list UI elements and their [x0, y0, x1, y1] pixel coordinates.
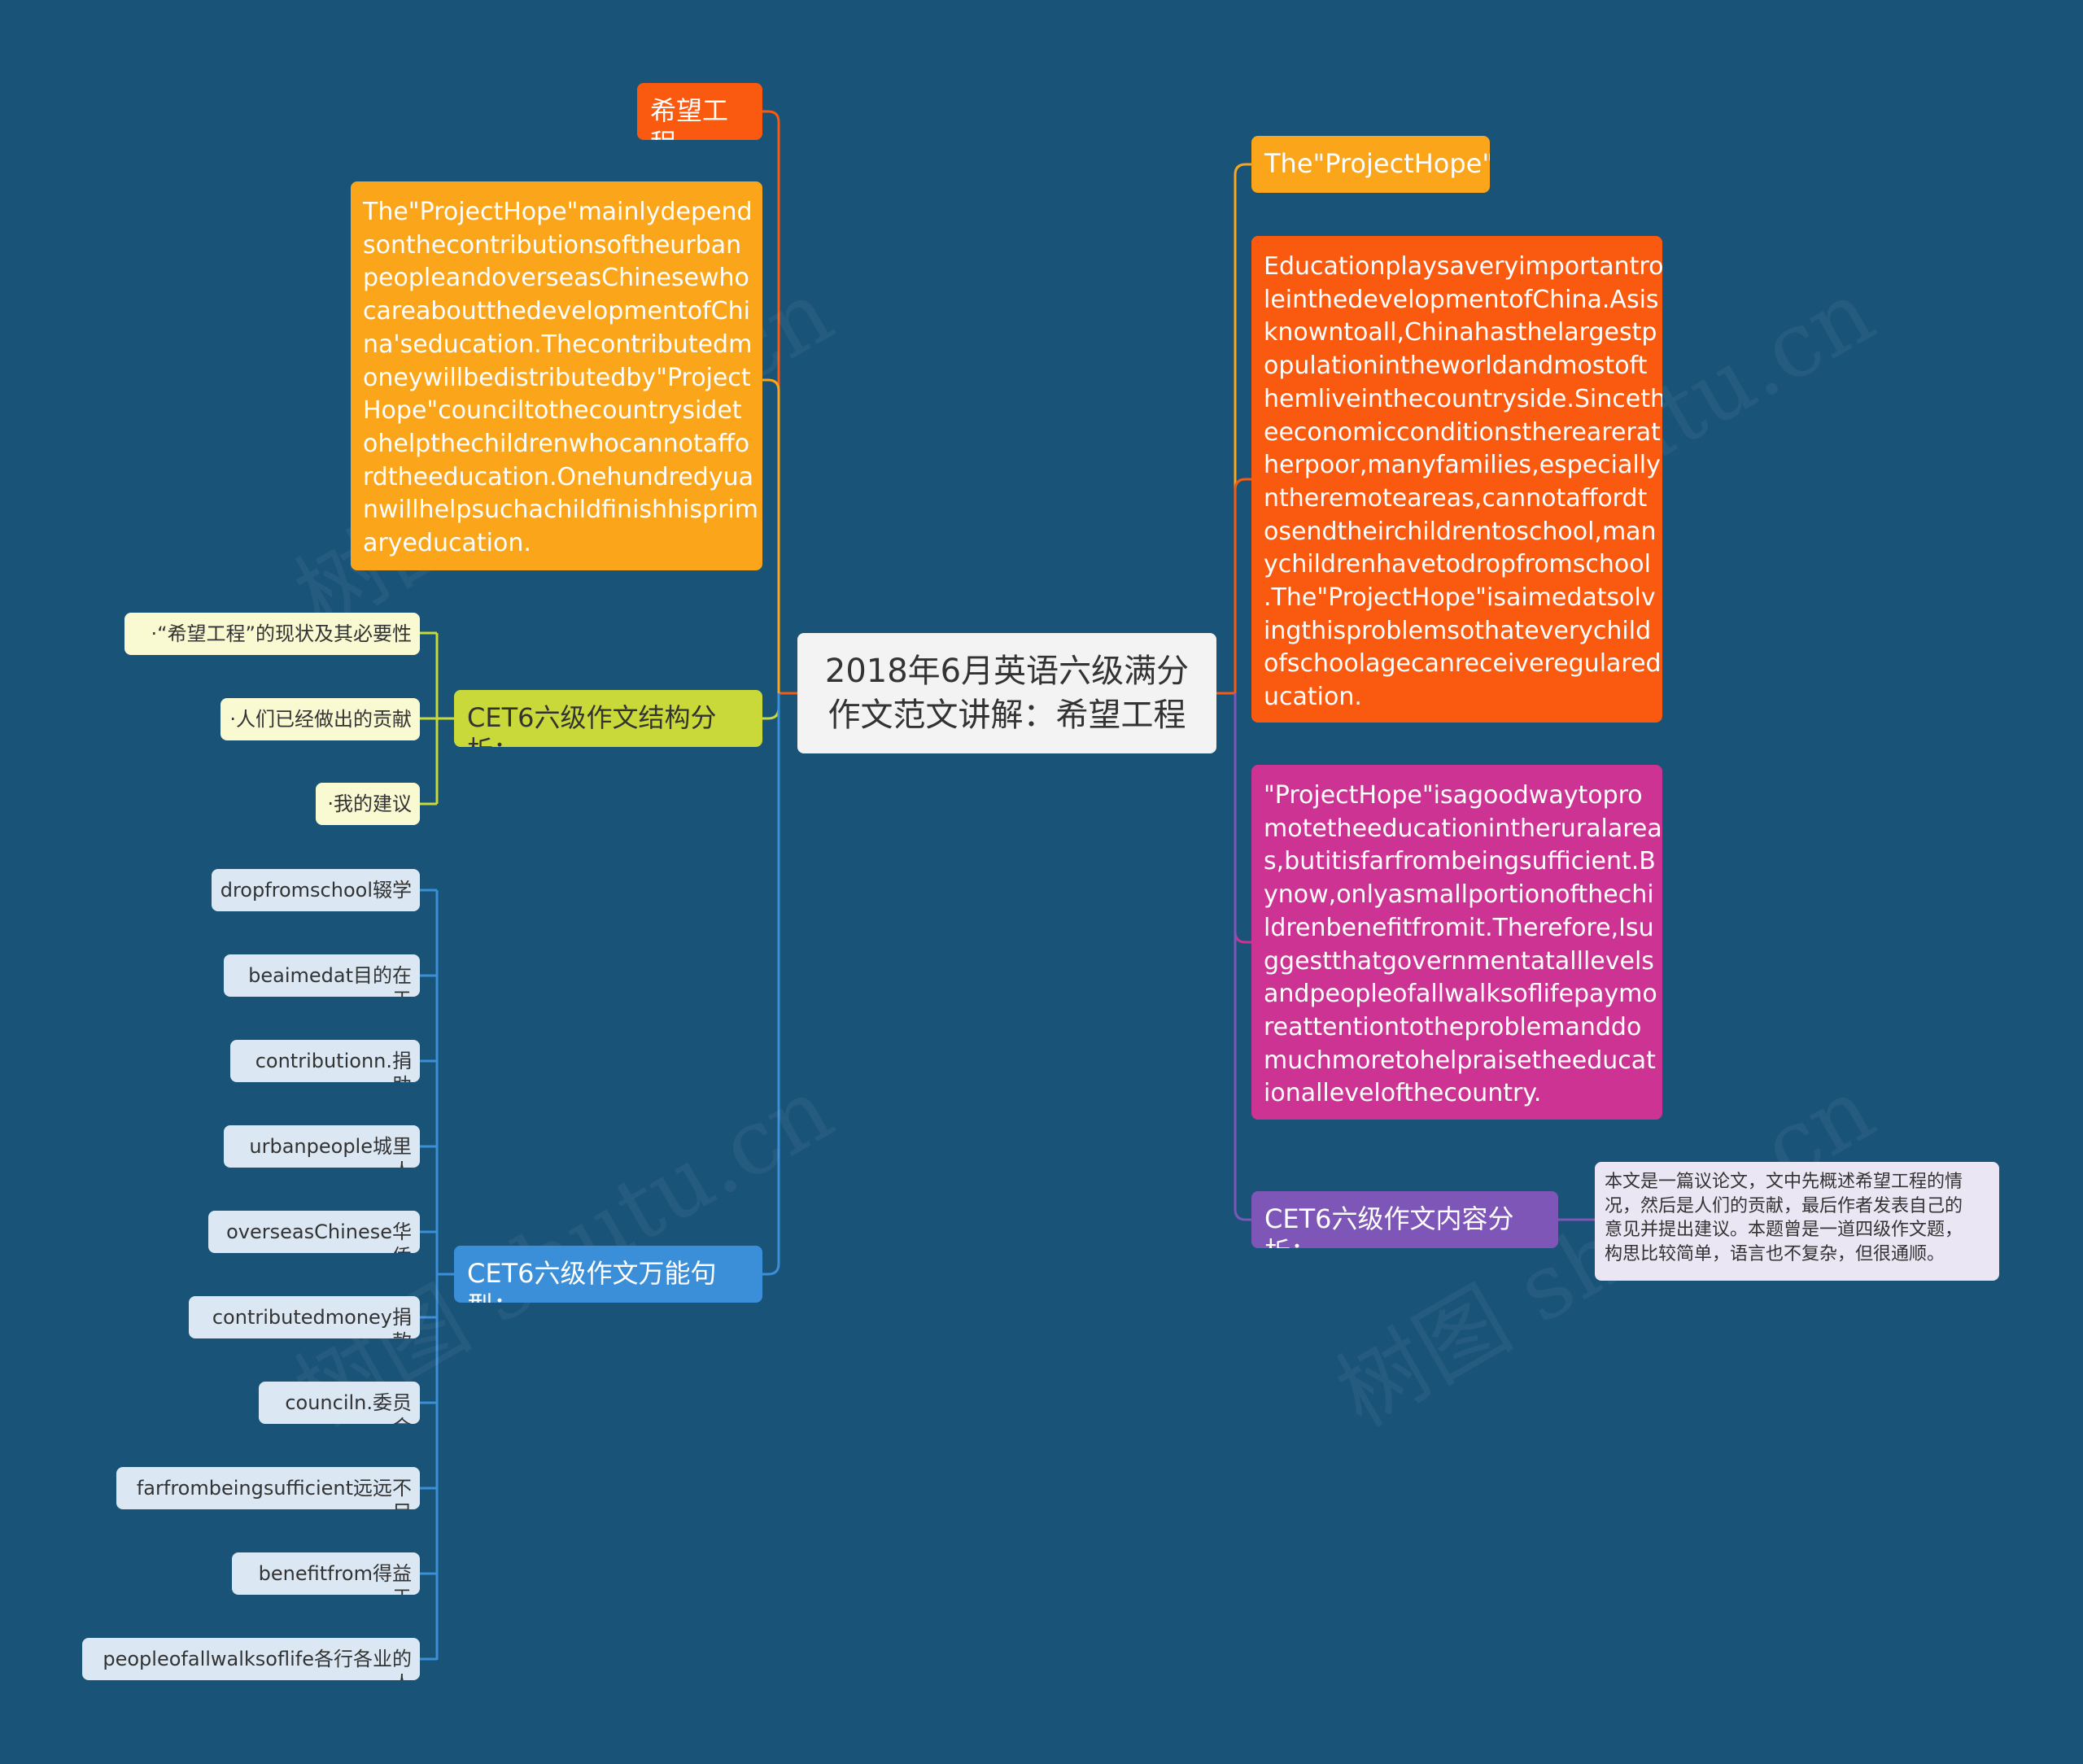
phrase-item[interactable]: counciln.委员会 — [259, 1382, 420, 1424]
phrase-item[interactable]: contributionn.捐助 — [230, 1040, 420, 1082]
structure-item[interactable]: ·我的建议 — [316, 783, 420, 825]
content-analysis-node[interactable]: CET6六级作文内容分析： — [1251, 1191, 1558, 1248]
phrase-item[interactable]: peopleofallwalksoflife各行各业的人 — [82, 1638, 420, 1680]
structure-item[interactable]: ·“希望工程”的现状及其必要性 — [124, 613, 420, 655]
left-summary-node[interactable]: The"ProjectHope"mainlydepend sonthecontr… — [351, 181, 762, 570]
left-title-node[interactable]: 希望工程 — [637, 83, 762, 140]
connector-right-title — [1234, 163, 1251, 693]
structure-item[interactable]: ·人们已经做出的贡献 — [221, 698, 420, 740]
phrase-item[interactable]: benefitfrom得益于 — [232, 1552, 420, 1595]
phrase-item[interactable]: farfrombeingsufficient远远不足 — [116, 1467, 420, 1509]
phrases-node[interactable]: CET6六级作文万能句型： — [454, 1246, 762, 1303]
phrase-item[interactable]: contributedmoney捐款 — [189, 1296, 420, 1338]
phrase-item[interactable]: dropfromschool辍学 — [212, 869, 420, 911]
structure-analysis-node[interactable]: CET6六级作文结构分析： — [454, 690, 762, 747]
phrase-item[interactable]: beaimedat目的在于 — [224, 954, 420, 997]
connector-right-para1 — [1234, 478, 1251, 693]
root-topic[interactable]: 2018年6月英语六级满分 作文范文讲解：希望工程 — [797, 633, 1216, 753]
phrase-item[interactable]: urbanpeople城里人 — [224, 1125, 420, 1168]
connector-structure-items — [420, 631, 454, 806]
connector-right-para2 — [1234, 693, 1251, 944]
connector-left-summary — [762, 378, 780, 693]
connector-right-analysis — [1234, 693, 1251, 1221]
phrase-item[interactable]: overseasChinese华侨 — [208, 1211, 420, 1253]
right-title-node[interactable]: The"ProjectHope" — [1251, 136, 1490, 193]
right-para1-node[interactable]: Educationplaysaveryimportantro leinthede… — [1251, 236, 1662, 723]
right-para2-node[interactable]: "ProjectHope"isagoodwaytopro motetheeduc… — [1251, 765, 1662, 1120]
connector-left-structure — [762, 693, 780, 720]
content-analysis-note[interactable]: 本文是一篇议论文，文中先概述希望工程的情 况，然后是人们的贡献，最后作者发表自己… — [1595, 1162, 1999, 1281]
